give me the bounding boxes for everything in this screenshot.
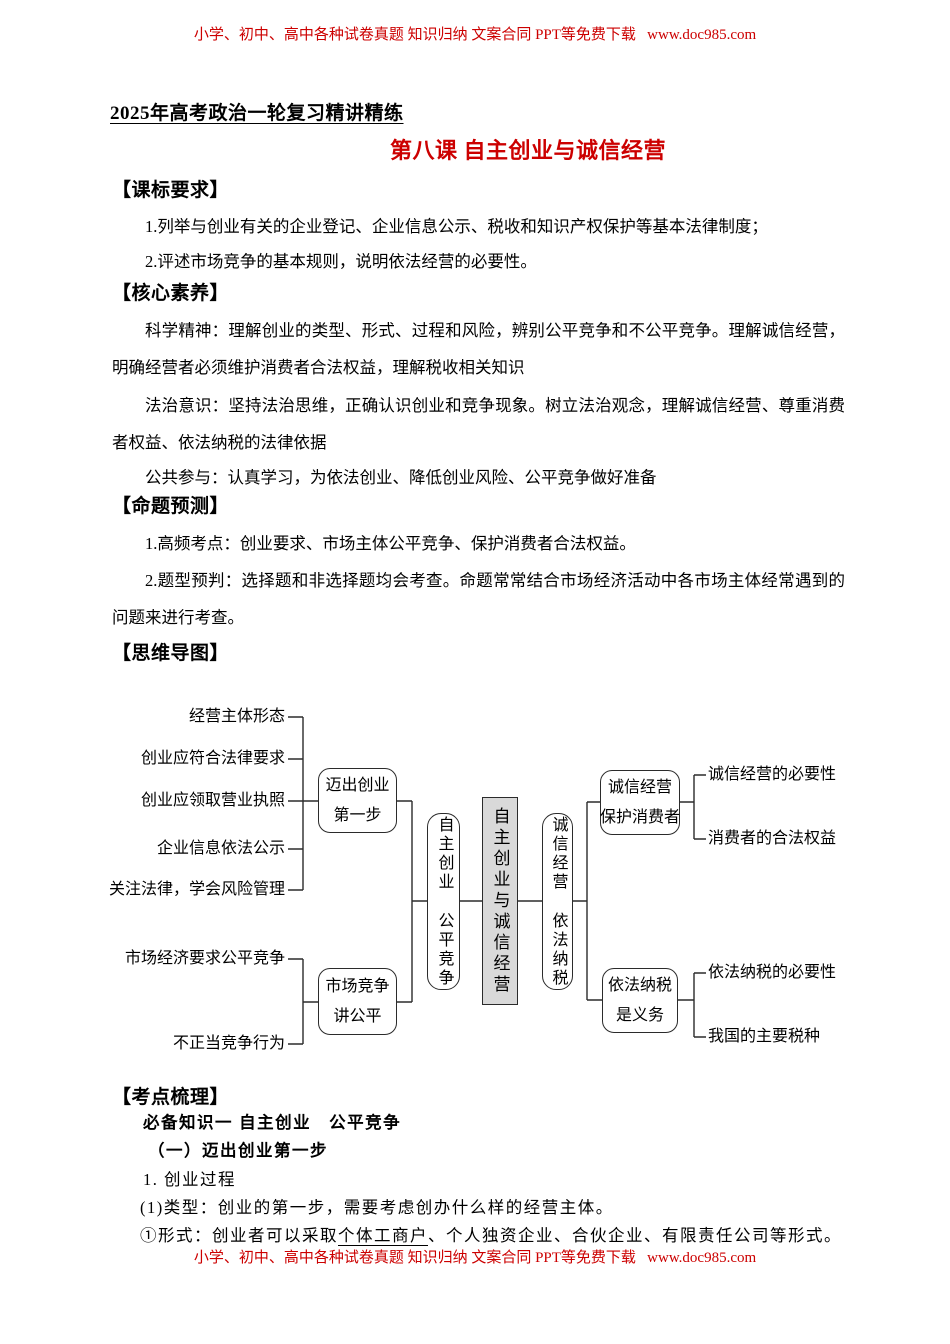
mindmap-leaf: 创业应符合法律要求	[140, 750, 285, 767]
mindmap-leaf: 创业应领取营业执照	[140, 792, 285, 809]
mindmap-node-start: 迈出创业 第一步	[318, 768, 397, 833]
mindmap-leaf: 经营主体形态	[188, 708, 285, 725]
section-heading-mindmap: 【思维导图】	[112, 643, 230, 664]
mindmap-leaf: 关注法律，学会风险管理	[108, 881, 285, 898]
mindmap-leaf: 企业信息依法公示	[156, 840, 285, 857]
section-heading-core: 【核心素养】	[112, 283, 230, 304]
section-heading-curriculum: 【课标要求】	[112, 180, 230, 201]
predict-paragraph: 1.高频考点：创业要求、市场主体公平竞争、保护消费者合法权益。	[145, 534, 636, 553]
curriculum-item: 2.评述市场竞争的基本规则，说明依法经营的必要性。	[145, 252, 537, 271]
review-point-suffix: 、个人独资企业、合伙企业、有限责任公司等形式。	[428, 1226, 842, 1245]
section-heading-review: 【考点梳理】	[112, 1087, 230, 1108]
series-title: 2025年高考政治一轮复习精讲精练	[110, 103, 404, 124]
mindmap-node-honest: 诚信经营 保护消费者	[600, 770, 680, 835]
header-watermark: 小学、初中、高中各种试卷真题 知识归纳 文案合同 PPT等免费下载 www.do…	[193, 27, 757, 43]
core-paragraph: 科学精神：理解创业的类型、形式、过程和风险，辨别公平竞争和不公平竞争。理解诚信经…	[112, 321, 845, 378]
mindmap-leaf: 依法纳税的必要性	[708, 964, 837, 981]
mindmap-leaf: 诚信经营的必要性	[708, 766, 837, 783]
mindmap-leaf: 不正当竞争行为	[172, 1035, 285, 1052]
lesson-title: 第八课 自主创业与诚信经营	[389, 138, 666, 163]
review-point-underlined-term: 个体工商户	[338, 1226, 428, 1245]
mindmap-diagram: 经营主体形态 创业应符合法律要求 创业应领取营业执照 企业信息依法公示 关注法律…	[0, 690, 950, 1070]
mindmap-leaf: 消费者的合法权益	[708, 830, 837, 847]
mindmap-connector-lines	[288, 716, 706, 1045]
review-point: (1)类型：创业的第一步，需要考虑创办什么样的经营主体。	[140, 1198, 614, 1217]
mindmap-leaf: 我国的主要税种	[708, 1028, 821, 1045]
mindmap-node-market: 市场竞争 讲公平	[318, 968, 397, 1035]
review-point-prefix: ①形式：创业者可以采取	[140, 1226, 338, 1245]
section-heading-predict: 【命题预测】	[112, 496, 230, 517]
footer-watermark: 小学、初中、高中各种试卷真题 知识归纳 文案合同 PPT等免费下载 www.do…	[193, 1250, 757, 1266]
mindmap-branch-right: 诚信经营 依法纳税	[542, 813, 573, 990]
mindmap-branch-left: 自主创业 公平竞争	[427, 813, 460, 990]
review-knowledge-title: 必备知识一 自主创业 公平竞争	[143, 1114, 402, 1132]
mindmap-node-tax: 依法纳税 是义务	[602, 968, 678, 1033]
core-paragraph: 法治意识：坚持法治思维，正确认识创业和竞争现象。树立法治观念，理解诚信经营、尊重…	[112, 396, 845, 453]
review-point: ①形式：创业者可以采取个体工商户、个人独资企业、合伙企业、有限责任公司等形式。	[140, 1222, 842, 1250]
review-point: 1. 创业过程	[143, 1170, 236, 1189]
core-paragraph: 公共参与：认真学习，为依法创业、降低创业风险、公平竞争做好准备	[145, 468, 657, 487]
predict-paragraph: 2.题型预判：选择题和非选择题均会考查。命题常常结合市场经济活动中各市场主体经常…	[112, 571, 845, 628]
mindmap-leaf: 市场经济要求公平竞争	[124, 950, 285, 967]
curriculum-item: 1.列举与创业有关的企业登记、企业信息公示、税收和知识产权保护等基本法律制度；	[145, 217, 768, 236]
review-sub-title: （一）迈出创业第一步	[148, 1142, 328, 1160]
mindmap-root: 自主创业与诚信经营	[482, 797, 518, 1005]
